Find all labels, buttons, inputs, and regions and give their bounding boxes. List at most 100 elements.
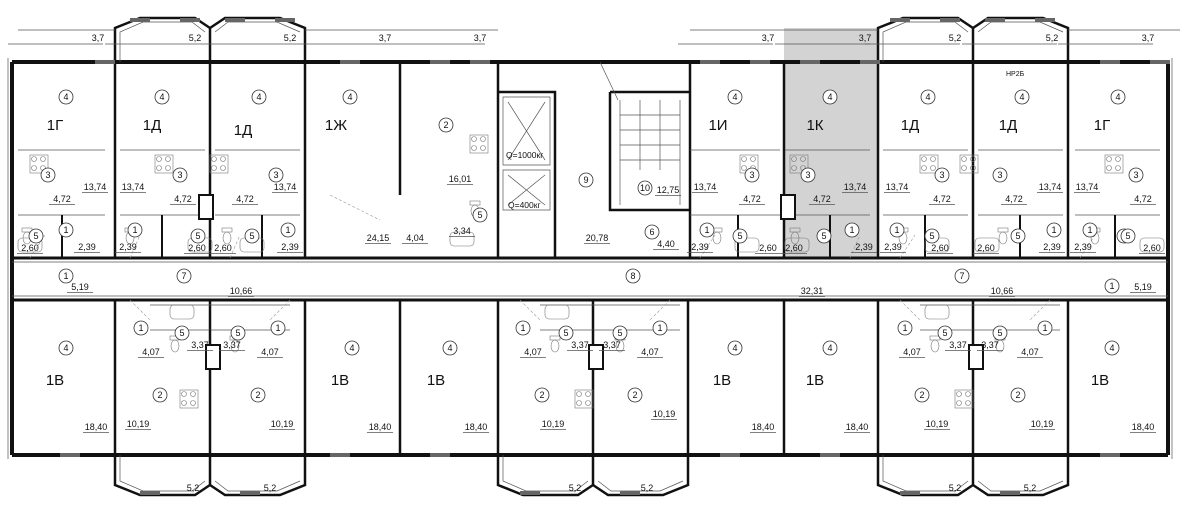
window [1100,453,1120,457]
room-number-marker: 5 [1010,228,1026,244]
room-area: 2,60 [785,243,803,253]
room-number-marker: 1 [58,222,74,238]
room-area: 13,74 [274,182,297,192]
room-number: 3 [45,170,50,180]
apartment-label-a4: 1Ж [325,117,347,134]
room-number-marker: 1 [699,222,715,238]
room-area: 4,07 [524,347,542,357]
room-area: 4,72 [743,194,761,204]
room-number: 5 [821,231,826,241]
room-number: 4 [447,343,452,353]
room-area: 10,19 [271,419,294,429]
room-number-marker: 2 [914,387,930,403]
room-number: 6 [649,227,654,237]
room-number: 4 [1019,92,1024,102]
apartment-label-a1: 1Г [47,117,63,134]
window [330,453,350,457]
dimension-top: 5,2 [949,33,962,43]
room-number: 1 [132,225,137,235]
stove-icon [469,134,489,154]
room-area: 4,07 [641,347,659,357]
room-number-marker: 10 [637,180,653,196]
room-number: 5 [195,231,200,241]
room-number-marker: 5 [1120,228,1136,244]
window [820,453,840,457]
toilet-icon [221,227,233,245]
room-number: 5 [179,328,184,338]
room-area: 16,01 [449,174,472,184]
bathtub-icon [169,304,195,320]
room-number: 4 [63,343,68,353]
room-number-marker: 3 [40,167,56,183]
room-number-marker: 3 [744,167,760,183]
room-number: 3 [273,170,278,180]
apartment-label-b4: 1В [713,372,731,389]
room-number-marker: 1 [1104,278,1120,294]
room-area: 10,19 [542,419,565,429]
room-area: 2,60 [977,243,995,253]
room-area: 18,40 [1132,422,1155,432]
window [470,60,490,64]
window [860,60,880,64]
room-area: 4,07 [261,347,279,357]
room-number-marker: 5 [732,228,748,244]
windows [60,18,1170,495]
room-number-markers: 4444244444333333335115516155115511551787… [28,89,1144,403]
window [1100,60,1120,64]
room-area: 32,31 [801,286,824,296]
room-number-marker: 4 [251,89,267,105]
dimension-bottom: 5,2 [569,483,582,493]
room-number: 1 [63,271,68,281]
room-area: 4,72 [933,194,951,204]
room-number: 2 [255,390,260,400]
room-number-marker: 1 [1037,320,1053,336]
room-area: 18,40 [752,422,775,432]
room-area: 13,74 [122,182,145,192]
room-number: 2 [539,390,544,400]
room-area: 2,39 [281,242,299,252]
room-number-marker: 5 [558,325,574,341]
room-area: 3,37 [949,340,967,350]
room-number-marker: 1 [844,222,860,238]
window [750,60,770,64]
room-number-marker: 1 [1082,222,1098,238]
room-area: 13,74 [1039,182,1062,192]
window [430,453,450,457]
room-area: 10,19 [127,419,150,429]
dimension-top: 3,7 [474,33,487,43]
stove-icon [1104,154,1124,174]
apartment-label-a9: 1Г [1094,117,1110,134]
room-number: 5 [997,328,1002,338]
elevator-2-capacity: Q=400кг [508,200,541,210]
room-number: 2 [632,390,637,400]
room-area: 18,40 [846,422,869,432]
room-number: 4 [925,92,930,102]
room-number: 5 [477,210,482,220]
dimension-bottom: 5,2 [187,483,200,493]
room-number-marker: 4 [58,340,74,356]
room-number-marker: 4 [58,89,74,105]
room-area: 4,72 [1134,194,1152,204]
room-number-marker: 5 [244,228,260,244]
room-number: 1 [657,323,662,333]
room-number-marker: 2 [627,387,643,403]
stove-icon [154,154,174,174]
room-area: 4,04 [406,233,424,243]
room-number-marker: 4 [920,89,936,105]
room-area: 12,75 [657,185,680,195]
stove-icon [209,154,229,174]
shaft [780,194,796,220]
room-number: 8 [630,271,635,281]
room-number-marker: 1 [133,320,149,336]
window [430,60,450,64]
room-number: 2 [443,120,448,130]
room-number: 1 [285,225,290,235]
room-number: 4 [63,92,68,102]
room-area: 13,74 [694,182,717,192]
room-number: 1 [1087,225,1092,235]
room-number: 5 [737,231,742,241]
